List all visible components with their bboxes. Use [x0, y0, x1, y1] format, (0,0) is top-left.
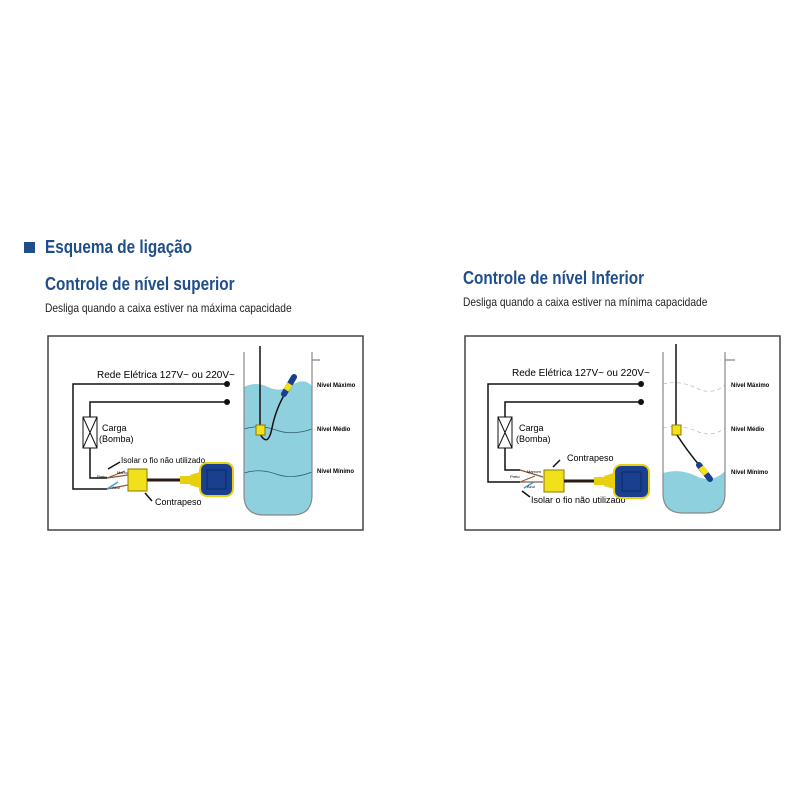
wire-brown-label: Marrom: [527, 469, 541, 474]
float-switch: [613, 464, 650, 499]
level-mid-label: Nível Médio: [731, 427, 765, 433]
isolate-label: Isolar o fio não utilizado: [531, 495, 626, 505]
diagram-title-inferior: Controle de nível Inferior: [463, 268, 645, 288]
counterweight-label: Contrapeso: [155, 497, 202, 507]
load-label: Carga: [102, 423, 127, 433]
section-title: Esquema de ligação: [45, 237, 193, 257]
level-max-label: Nível Máximo: [317, 383, 356, 389]
wire-black-label: Preto: [510, 474, 520, 479]
diagram-description-inferior: Desliga quando a caixa estiver na mínima…: [463, 295, 708, 309]
counterweight: [127, 468, 148, 492]
wiring-diagram-superior: Rede Elétrica 127V~ ou 220V~ Carga (Bomb…: [47, 335, 364, 531]
float-switch: [199, 462, 234, 497]
wire-black-label: Preto: [97, 474, 107, 479]
wire-blue-label: Azul: [112, 485, 120, 490]
level-min-label: Nível Mínimo: [731, 470, 768, 476]
level-max-label: Nível Máximo: [731, 383, 770, 389]
isolate-label: Isolar o fio não utilizado: [121, 456, 206, 465]
level-min-label: Nível Mínimo: [317, 469, 354, 475]
counterweight-label: Contrapeso: [567, 453, 614, 463]
counterweight: [543, 469, 565, 493]
load-sub-label: (Bomba): [516, 434, 551, 444]
load-sub-label: (Bomba): [99, 434, 134, 444]
wire-blue-label: Azul: [527, 484, 535, 489]
diagram-description-superior: Desliga quando a caixa estiver na máxima…: [45, 301, 292, 315]
level-mid-label: Nível Médio: [317, 427, 351, 433]
diagram-title-superior: Controle de nível superior: [45, 274, 235, 294]
network-label: Rede Elétrica 127V~ ou 220V~: [512, 368, 650, 379]
section-bullet: [24, 242, 35, 253]
load-label: Carga: [519, 423, 544, 433]
load-symbol: [82, 416, 98, 449]
wiring-diagram-inferior: Rede Elétrica 127V~ ou 220V~ Carga (Bomb…: [464, 335, 781, 531]
load-symbol: [497, 416, 513, 449]
network-label: Rede Elétrica 127V~ ou 220V~: [97, 370, 235, 381]
wire-brown-label: Marrom: [117, 470, 131, 475]
